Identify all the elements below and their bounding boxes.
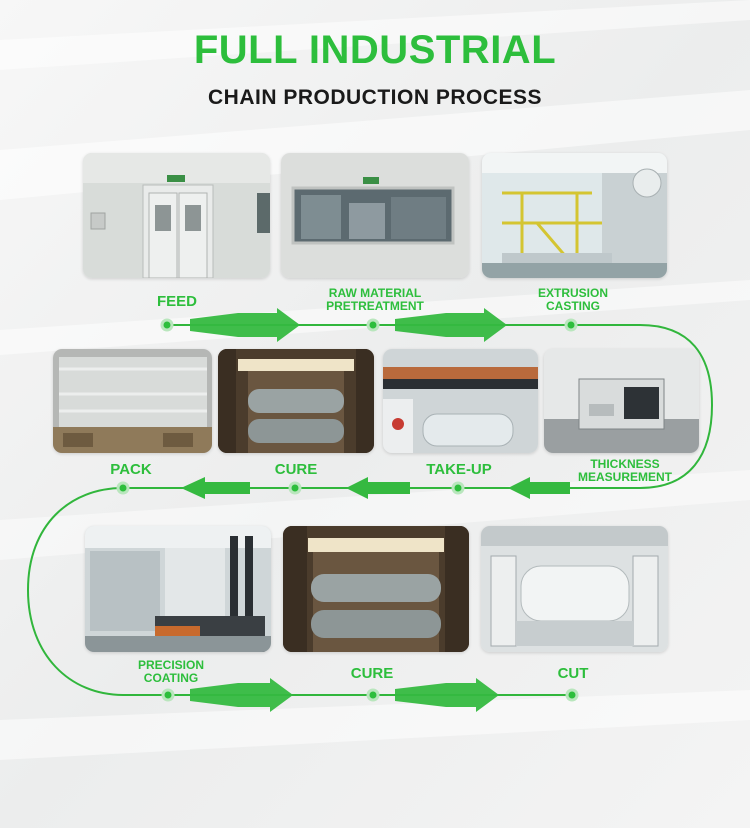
slitting-machine-photo (481, 526, 668, 652)
flow-arrows-row2 (181, 477, 570, 499)
step-label-line: THICKNESS (590, 457, 660, 471)
curing-room-rolls-photo (218, 349, 374, 453)
step-label-pack: PACK (110, 461, 152, 478)
step-label-thickness-measurement: THICKNESS MEASUREMENT (578, 458, 672, 483)
take-up-roll-photo (383, 349, 538, 453)
packed-pallet-photo (53, 349, 212, 453)
flow-arrows-row3 (190, 678, 499, 712)
step-label-cut: CUT (557, 665, 589, 682)
step-label-line: EXTRUSION (537, 286, 609, 300)
page-title: FULL INDUSTRIAL (193, 28, 557, 72)
step-label-cure-2: CURE (350, 665, 394, 682)
thickness-gauge-photo (544, 349, 699, 453)
step-label-line: COATING (143, 670, 199, 685)
step-label-line: RAW MATERIAL (328, 286, 422, 300)
cleanroom-door-photo (83, 153, 270, 278)
step-label-line: CASTING (545, 298, 600, 313)
curing-room-rolls-photo (283, 526, 469, 652)
step-label-line: PRETREATMENT (326, 298, 424, 313)
step-label-precision-coating: PRECISION COATING (138, 659, 204, 684)
extrusion-line-photo (482, 153, 667, 278)
step-label-cure: CURE (274, 461, 318, 478)
step-label-take-up: TAKE-UP (426, 461, 492, 478)
step-label-extrusion-casting: EXTRUSION CASTING (538, 287, 608, 312)
coating-machine-forklift-photo (85, 526, 271, 652)
step-label-line: MEASUREMENT (577, 469, 673, 484)
page-subtitle: CHAIN PRODUCTION PROCESS (207, 86, 543, 109)
step-label-line: PRECISION (137, 658, 205, 672)
flow-arrows-row1 (190, 308, 507, 342)
step-label-raw-material-pretreatment: RAW MATERIAL PRETREATMENT (326, 287, 424, 312)
step-markers (116, 318, 579, 702)
observation-window-photo (281, 153, 469, 278)
step-label-feed: FEED (156, 293, 198, 310)
